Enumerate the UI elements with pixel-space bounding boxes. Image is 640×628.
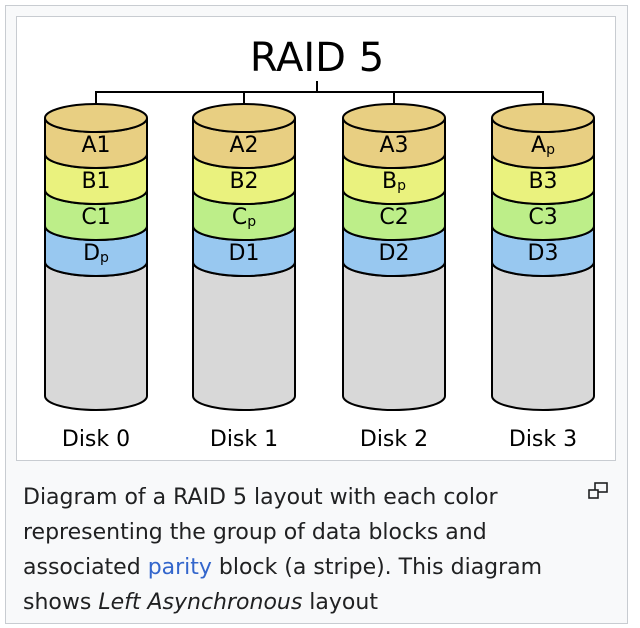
block-label: Dp xyxy=(83,241,109,266)
block-label: C1 xyxy=(81,205,110,230)
block-label: D1 xyxy=(229,241,260,266)
disk-label: Disk 2 xyxy=(360,427,428,452)
figure-caption: Diagram of a RAID 5 layout with each col… xyxy=(23,480,608,620)
block-label: D3 xyxy=(528,241,559,266)
disk-empty-space xyxy=(192,261,296,411)
block-label: A2 xyxy=(229,133,258,158)
disk-top-cap xyxy=(44,103,148,133)
block-label: B2 xyxy=(229,169,258,194)
caption-text-2: block (a stripe). This diagram shows xyxy=(23,555,543,615)
block-label: Ap xyxy=(531,133,555,158)
block-label: A1 xyxy=(81,133,110,158)
block-label: C3 xyxy=(528,205,557,230)
disk-empty-space xyxy=(491,261,595,411)
caption-text-1: Diagram of a RAID 5 layout with each col… xyxy=(23,485,498,580)
caption-italic: Left Asynchronous xyxy=(98,590,303,615)
disk-top-cap xyxy=(192,103,296,133)
block-label: A3 xyxy=(379,133,408,158)
block-label: B1 xyxy=(81,169,110,194)
disk-top-cap xyxy=(342,103,446,133)
block-label: C2 xyxy=(379,205,408,230)
magnify-icon[interactable] xyxy=(587,482,609,500)
disk-label: Disk 0 xyxy=(62,427,130,452)
connector-lines xyxy=(95,81,544,134)
block-label: B3 xyxy=(528,169,557,194)
caption-text-3: layout xyxy=(302,590,378,615)
disk-label: Disk 3 xyxy=(509,427,577,452)
disk-empty-space xyxy=(342,261,446,411)
disk-top-cap xyxy=(491,103,595,133)
disk-empty-space xyxy=(44,261,148,411)
block-label: Cp xyxy=(232,205,256,230)
disk-label: Disk 1 xyxy=(210,427,278,452)
diagram-title: RAID 5 xyxy=(250,35,384,81)
block-label: Bp xyxy=(382,169,406,194)
block-label: D2 xyxy=(379,241,410,266)
parity-link[interactable]: parity xyxy=(147,555,212,580)
